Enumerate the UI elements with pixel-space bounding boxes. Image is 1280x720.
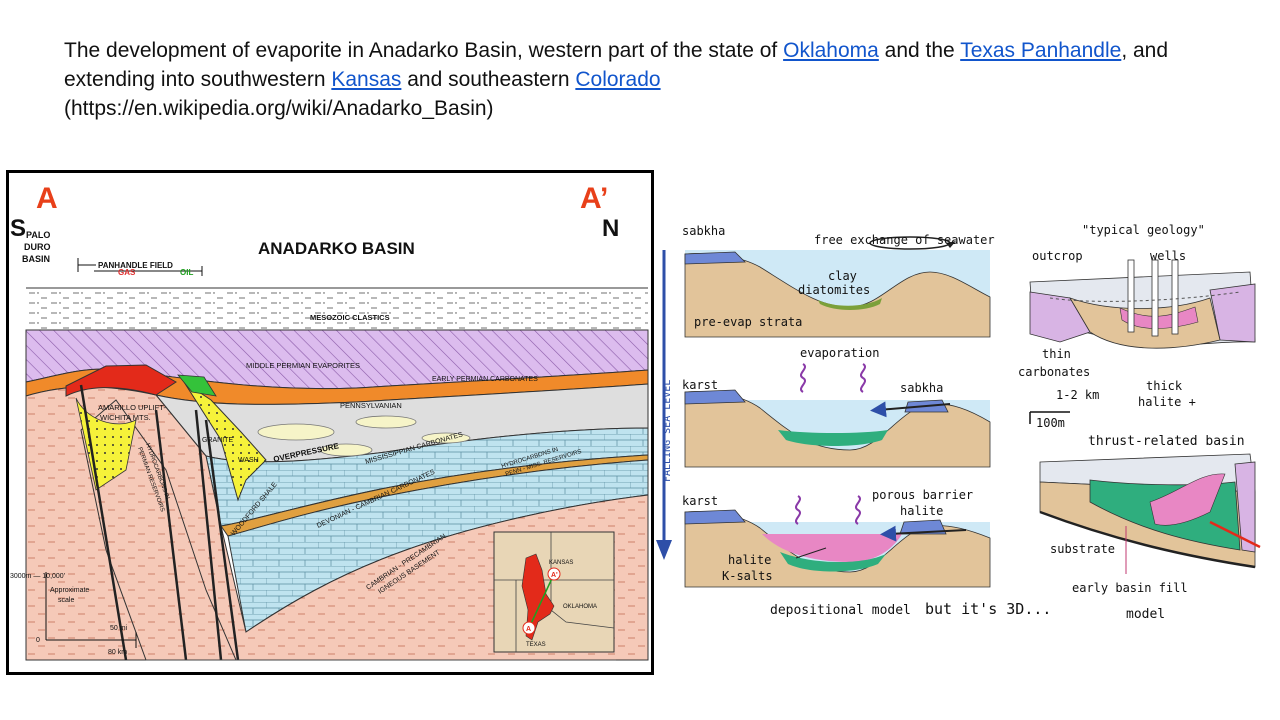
fault-line [194,409,223,661]
middle-permian-label: MIDDLE PERMIAN EVAPORITES [246,361,360,370]
wash-label: WASH [238,457,259,464]
panhandle-field-label: PANHANDLE FIELD [98,261,173,270]
granite-label: GRANITE [202,437,233,444]
halite-label: halite [728,553,771,567]
mesozoic-clastics-layer [26,288,648,330]
inset-location-map: A' A KANSAS OKLAHOMA TEXAS [493,531,615,653]
south-label: S [10,215,26,242]
palo-duro-label-2: DURO [24,242,51,252]
inset-a-label: A [526,626,531,633]
anadarko-basin-title: ANADARKO BASIN [258,239,415,258]
wells-label: wells [1150,249,1186,263]
fault-line [79,384,128,661]
scale-miles-label: 50 mi [110,625,128,632]
caption-part: and southeastern [401,68,576,91]
evaporation-squiggle [860,363,866,393]
thrust-basin-label: thrust-related basin [1088,434,1245,449]
kansas-link[interactable]: Kansas [331,68,402,91]
early-permian-label: EARLY PERMIAN CARBONATES [432,376,538,383]
panel1-sabkha-label: sabkha [682,224,725,238]
caption-part: , and extending into southwestern [64,39,1169,91]
inset-a-prime-label: A' [551,572,558,579]
diatomites-label: diatomites [798,283,870,297]
evaporation-squiggle [800,363,806,393]
fault-line [154,409,188,661]
falling-sea-level-label: FALLING SEA LEVEL [662,380,673,482]
oil-label: OIL [180,268,193,277]
red-uplift-cap [65,364,177,397]
anadarko-cross-section: A A’ S N PALO DURO BASIN ANADARKO BASIN … [6,170,654,675]
palo-duro-label-1: PALO [26,230,50,240]
amarillo-label-2: WICHITA MTS. [100,413,151,422]
caption-source: (https://en.wikipedia.org/wiki/Anadarko_… [64,97,494,120]
depth-scale-label: 100m [1036,416,1065,430]
panel-halite-deposition [684,495,991,588]
k-salts-label: K-salts [722,569,773,583]
substrate-label: substrate [1050,542,1115,556]
approximate-scale-label-2: scale [58,597,74,604]
section-a-label: A [36,182,58,215]
thick-label: thick [1146,379,1183,393]
depositional-model-label: depositional model [770,603,911,618]
barrier-halite-label: halite [900,504,943,518]
evaporation-squiggle [795,495,801,525]
but-its-3d-label: but it's 3D... [925,600,1051,618]
gas-label: GAS [118,268,136,277]
distance-scale-label: 1-2 km [1056,388,1099,402]
model-label: model [1126,607,1165,622]
north-label: N [602,215,619,242]
amarillo-label-1: AMARILLO UPLIFT- [98,403,166,412]
texas-panhandle-link[interactable]: Texas Panhandle [960,39,1122,62]
panel-seawater-exchange [684,236,991,338]
caption-part: The development of evaporite in Anadarko… [64,39,784,62]
porous-barrier-label: porous barrier [872,488,973,502]
pennsylvanian-label: PENNSYLVANIAN [340,401,402,410]
carbonates-label: carbonates [1018,365,1090,379]
scale-zero-label: 0 [36,637,40,644]
clay-label: clay [828,269,857,283]
inset-oklahoma-label: OKLAHOMA [563,604,597,610]
evaporation-squiggle [855,495,861,525]
evaporite-depositional-model: FALLING SEA LEVEL sabkha free exchange o… [656,223,1261,622]
free-exchange-label: free exchange of seawater [814,233,995,247]
colorado-link[interactable]: Colorado [575,68,661,91]
panel2-sabkha-label: sabkha [900,381,943,395]
typical-geology-label: "typical geology" [1082,223,1205,237]
caption-text: The development of evaporite in Anadarko… [64,36,1224,123]
typical-geology-block [1029,259,1256,349]
panel3-karst-label: karst [682,494,718,508]
panel-evaporation [684,363,991,468]
oklahoma-link[interactable]: Oklahoma [783,39,879,62]
panel2-karst-label: karst [682,378,718,392]
pre-evap-strata-label: pre-evap strata [694,315,802,329]
approximate-scale-label-1: Approximate [50,587,89,594]
fault-line [204,419,240,661]
outcrop-label: outcrop [1032,249,1083,263]
thrust-basin-block [1039,453,1261,574]
thin-label: thin [1042,347,1071,361]
vertical-scale-label: 3000m — 10,000' [10,573,65,580]
palo-duro-label-3: BASIN [22,254,50,264]
caption-part: and the [878,39,961,62]
evaporation-label: evaporation [800,346,879,360]
inset-texas-label: TEXAS [526,642,546,648]
scale-km-label: 80 km [108,649,127,656]
granite-wash-layer [183,381,267,502]
section-a-prime-label: A’ [580,182,608,215]
early-basin-fill-label: early basin fill [1072,581,1188,595]
halite-plus-label: halite + [1138,395,1196,409]
mesozoic-clastics-label: MESOZOIC CLASTICS [310,313,390,322]
inset-kansas-label: KANSAS [549,560,573,566]
